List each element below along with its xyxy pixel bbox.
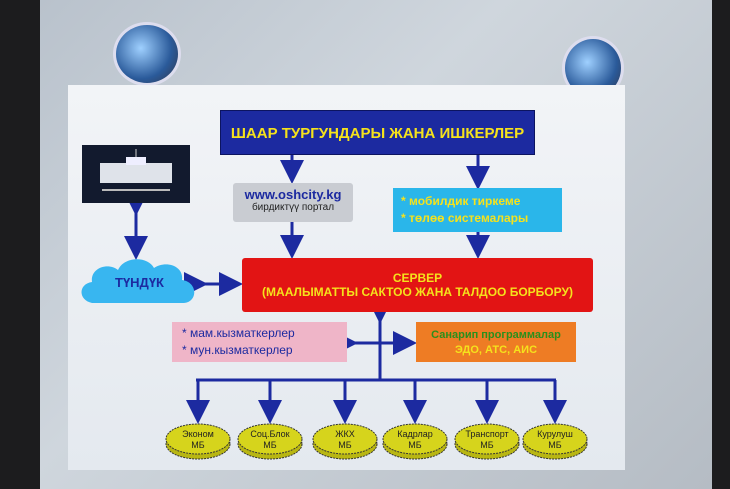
software-box: Санарип программалар ЭДО, АТС, АИС <box>416 322 576 362</box>
citizens-header: ШААР ТУРГУНДАРЫ ЖАНА ИШКЕРЛЕР <box>220 110 535 155</box>
database-name: Кадрлар <box>397 429 433 439</box>
database-name: Эконом <box>182 429 214 439</box>
mobile-item: * төлөө системалары <box>401 211 529 225</box>
database-name: Транспорт <box>465 429 509 439</box>
database-suffix: МБ <box>263 440 277 450</box>
database-suffix: МБ <box>548 440 562 450</box>
server-title: СЕРВЕР <box>392 271 443 285</box>
tunduk-cloud: ТҮНДҮК <box>115 275 164 290</box>
server-subtitle: (МААЛЫМАТТЫ САКТОО ЖАНА ТАЛДОО БОРБОРУ) <box>262 285 573 299</box>
portal-url: www.oshcity.kg <box>244 187 342 202</box>
database-name: Соц.Блок <box>250 429 290 439</box>
mobile-box: * мобилдик тиркеме * төлөө системалары <box>393 188 562 232</box>
database-suffix: МБ <box>408 440 422 450</box>
mobile-item: * мобилдик тиркеме <box>401 194 521 208</box>
server-box: СЕРВЕР (МААЛЫМАТТЫ САКТОО ЖАНА ТАЛДОО БО… <box>242 258 593 312</box>
staff-item: * мам.кызматкерлер <box>182 326 295 340</box>
cloud-shape <box>81 259 195 303</box>
portal-box: www.oshcity.kg бирдиктүү портал <box>233 183 353 222</box>
portal-label: бирдиктүү портал <box>251 202 335 213</box>
government-logo <box>82 145 190 203</box>
government-building-icon <box>100 149 172 191</box>
software-title: Санарип программалар <box>431 329 561 341</box>
database-suffix: МБ <box>338 440 352 450</box>
database-name: Курулуш <box>537 429 573 439</box>
staff-box: * мам.кызматкерлер * мун.кызматкерлер <box>172 322 347 362</box>
database-suffix: МБ <box>480 440 494 450</box>
database-name: ЖКХ <box>335 429 355 439</box>
globe-decoration-left <box>113 22 181 86</box>
staff-item: * мун.кызматкерлер <box>182 343 293 357</box>
database-suffix: МБ <box>191 440 205 450</box>
software-list: ЭДО, АТС, АИС <box>454 344 538 356</box>
